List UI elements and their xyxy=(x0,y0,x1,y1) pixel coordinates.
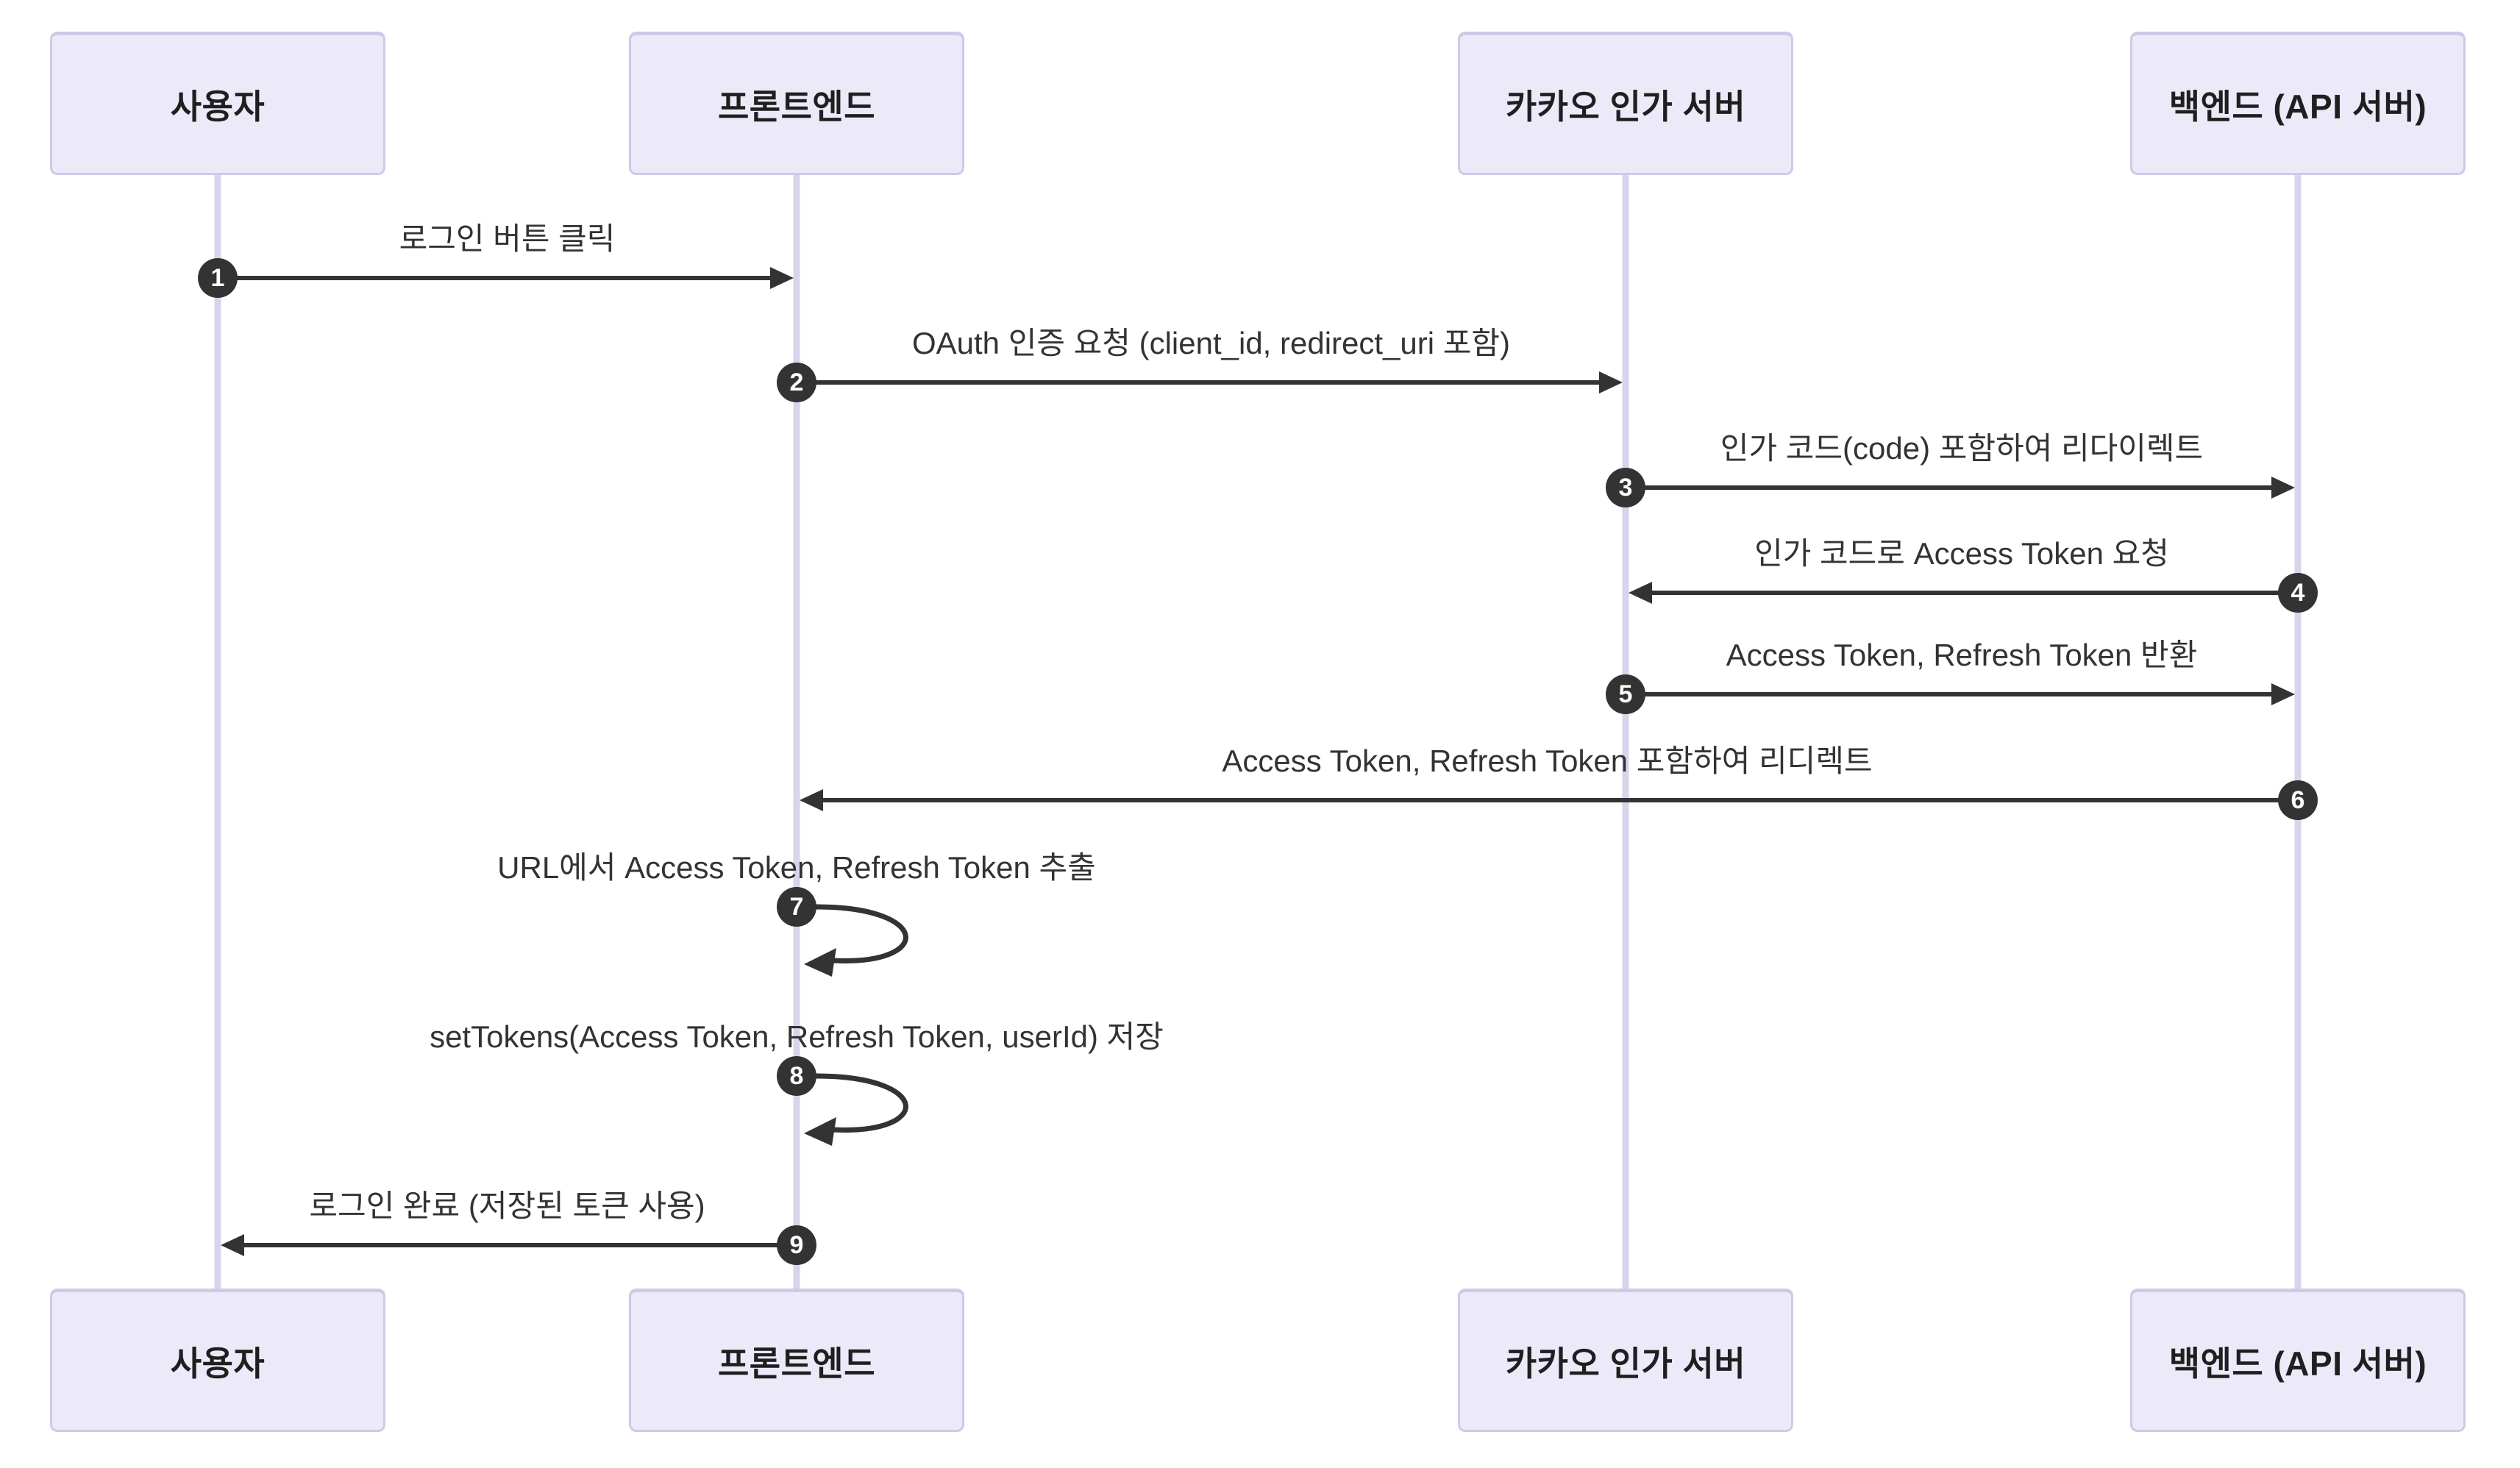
message-3-arrowhead xyxy=(2271,477,2295,499)
actor-label: 카카오 인가 서버 xyxy=(1505,87,1746,126)
message-1-line xyxy=(218,276,772,280)
actor-label: 사용자 xyxy=(170,1344,266,1383)
message-1-label: 로그인 버튼 클릭 xyxy=(399,221,616,256)
message-4-arrowhead xyxy=(1629,582,1652,604)
lifeline-backend xyxy=(2294,174,2302,1290)
message-2-line xyxy=(797,380,1601,385)
message-6-badge: 6 xyxy=(2278,780,2318,820)
message-5-badge: 5 xyxy=(1606,674,1645,714)
actor-box-backend-bottom: 백엔드 (API 서버) xyxy=(2130,1289,2466,1432)
message-7-self-loop-arrow xyxy=(804,904,908,977)
lifeline-user xyxy=(214,174,221,1290)
message-2-arrowhead xyxy=(1599,371,1623,393)
message-9-badge: 9 xyxy=(777,1225,816,1265)
message-1-badge: 1 xyxy=(198,258,238,298)
message-4-line xyxy=(1651,591,2298,595)
message-2-label: OAuth 인증 요청 (client_id, redirect_uri 포함) xyxy=(911,326,1511,360)
message-9-arrowhead xyxy=(221,1234,244,1256)
message-9-line xyxy=(243,1243,797,1247)
message-4-badge: 4 xyxy=(2278,573,2318,613)
actor-label: 카카오 인가 서버 xyxy=(1505,1344,1746,1383)
actor-label: 사용자 xyxy=(170,87,266,126)
message-7-badge: 7 xyxy=(777,887,816,927)
actor-box-frontend-bottom: 프론트엔드 xyxy=(629,1289,964,1432)
actor-label: 프론트엔드 xyxy=(717,1344,876,1383)
actor-label: 프론트엔드 xyxy=(717,87,876,126)
actor-box-kakao-bottom: 카카오 인가 서버 xyxy=(1458,1289,1793,1432)
message-6-line xyxy=(822,798,2298,802)
actor-label: 백엔드 (API 서버) xyxy=(2168,1344,2427,1383)
actor-box-user-bottom: 사용자 xyxy=(50,1289,385,1432)
message-3-line xyxy=(1626,485,2273,490)
message-2-badge: 2 xyxy=(777,363,816,402)
actor-box-user-top: 사용자 xyxy=(50,32,385,175)
message-5-arrowhead xyxy=(2271,683,2295,705)
message-3-label: 인가 코드(code) 포함하여 리다이렉트 xyxy=(1720,431,2204,466)
message-9-label: 로그인 완료 (저장된 토큰 사용) xyxy=(309,1189,705,1223)
message-4-label: 인가 코드로 Access Token 요청 xyxy=(1754,536,2169,571)
lifeline-frontend xyxy=(793,174,800,1290)
actor-label: 백엔드 (API 서버) xyxy=(2168,87,2427,126)
actor-box-kakao-top: 카카오 인가 서버 xyxy=(1458,32,1793,175)
actor-box-backend-top: 백엔드 (API 서버) xyxy=(2130,32,2466,175)
message-6-arrowhead xyxy=(800,789,823,811)
message-8-badge: 8 xyxy=(777,1056,816,1096)
message-7-label: URL에서 Access Token, Refresh Token 추출 xyxy=(497,850,1096,885)
message-6-label: Access Token, Refresh Token 포함하여 리디렉트 xyxy=(1222,744,1873,778)
message-8-label: setTokens(Access Token, Refresh Token, u… xyxy=(430,1019,1164,1054)
message-5-line xyxy=(1626,692,2273,696)
message-1-arrowhead xyxy=(770,267,794,289)
message-5-label: Access Token, Refresh Token 반환 xyxy=(1726,638,2198,672)
message-8-self-loop-arrow xyxy=(804,1073,908,1146)
lifeline-kakao xyxy=(1622,174,1629,1290)
actor-box-frontend-top: 프론트엔드 xyxy=(629,32,964,175)
message-3-badge: 3 xyxy=(1606,468,1645,507)
